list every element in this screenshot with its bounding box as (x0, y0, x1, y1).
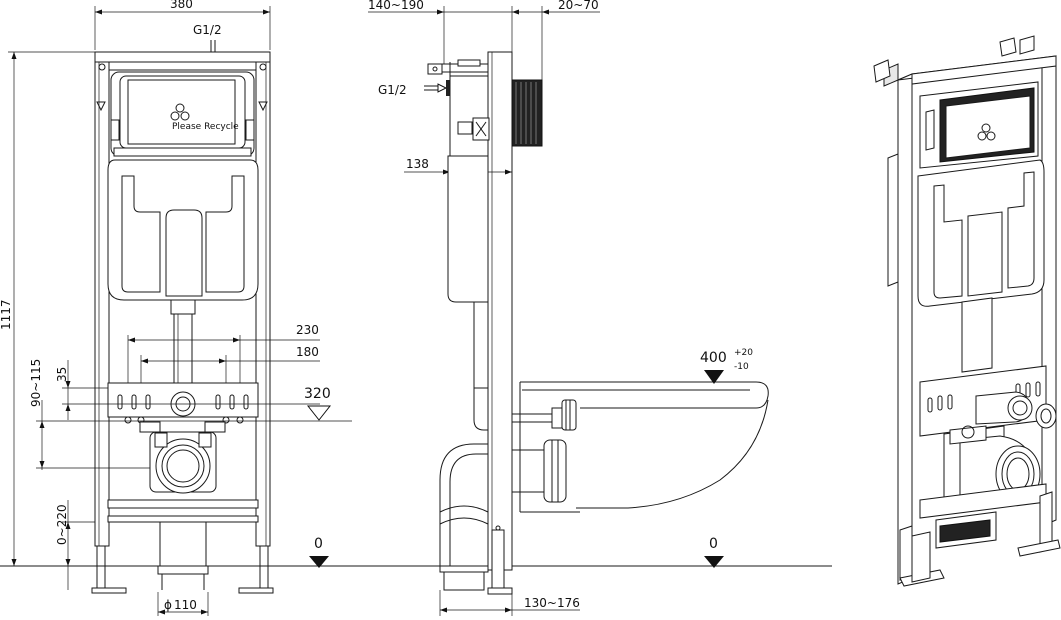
dim-110: 110 (174, 598, 197, 612)
dim-20-70: 20~70 (558, 0, 599, 12)
side-supply-label: G1/2 (378, 83, 407, 97)
side-view: 140~190 20~70 G1/2 (368, 0, 769, 616)
front-supply-label: G1/2 (193, 23, 222, 37)
front-view: 380 G1/2 1117 Pleas (0, 0, 832, 616)
dim-130-176: 130~176 (524, 596, 580, 610)
dim-35: 35 (55, 367, 69, 382)
svg-text:ϕ: ϕ (164, 598, 172, 612)
dim-400: 400 (700, 350, 727, 366)
dim-0-220: 0~220 (55, 504, 69, 545)
dim-320: 320 (304, 386, 331, 402)
width-dimension: 380 (170, 0, 193, 11)
front-level-zero: 0 (314, 536, 323, 552)
dim-180: 180 (296, 345, 319, 359)
dim-138: 138 (406, 157, 429, 171)
side-level-zero: 0 (709, 536, 718, 552)
svg-text:Please Recycle: Please Recycle (172, 122, 239, 132)
dim-140-190: 140~190 (368, 0, 424, 12)
dim-90-115: 90~115 (29, 359, 43, 407)
dim-230: 230 (296, 323, 319, 337)
tolerance-plus: +20 (734, 348, 753, 358)
height-dimension: 1117 (0, 299, 13, 330)
tolerance-minus: -10 (734, 362, 749, 372)
isometric-view (873, 35, 1061, 587)
